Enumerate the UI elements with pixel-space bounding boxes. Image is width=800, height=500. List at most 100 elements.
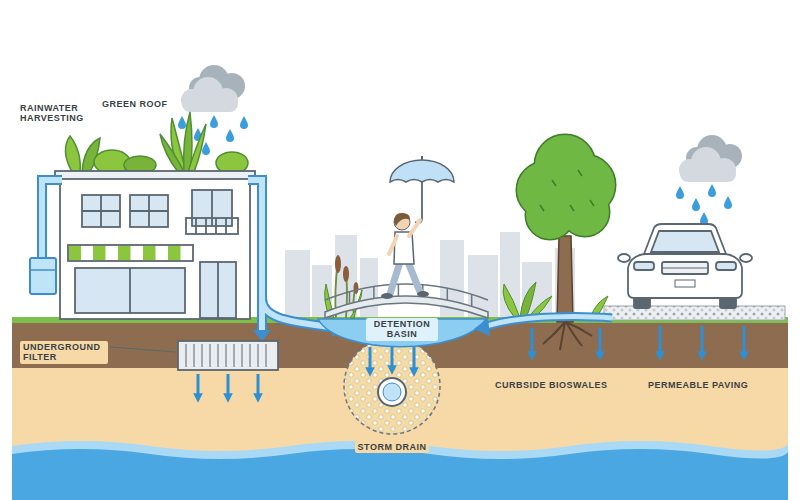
runoff-flow [474,317,612,336]
ground-layers [12,441,788,500]
car [740,254,752,262]
building [60,178,250,319]
bridge [325,284,488,318]
label-anchor: UNDERGROUND FILTER [20,341,108,364]
rain-drops [210,115,218,128]
label-anchor: DETENTION BASIN [366,318,438,341]
downpipe [248,180,262,332]
infiltration-arrows [701,326,704,356]
green-roof-plants [160,134,184,172]
building [55,171,255,179]
awning-stripes [93,246,106,260]
green-roof-plants [188,124,206,172]
infiltration-arrows [599,328,602,356]
downpipe [248,180,262,332]
building [130,195,168,227]
cattails [354,282,359,294]
person-with-umbrella [390,262,400,294]
infiltration-arrows [531,328,534,356]
rainwater-tank [30,258,56,294]
storm-drain [344,338,440,434]
rainwater-tank [30,180,62,294]
building [129,268,131,313]
label-anchor: CURBSIDE BIOSWALES [495,374,608,392]
city-skyline [285,232,575,320]
bioswale-plants [503,284,520,318]
cloud [181,65,742,182]
rain-drops [724,196,732,209]
building [82,195,120,227]
part-label: PERMEABLE PAVING [648,380,748,390]
green-roof-plants [65,136,80,172]
person-with-umbrella [409,220,420,236]
building [55,171,255,319]
person-with-umbrella [381,156,454,299]
leader-line [110,347,176,352]
rain-drops [202,142,210,155]
building [130,195,168,227]
rain-drops [692,198,700,211]
city-skyline [500,232,520,320]
detention-basin [318,319,486,347]
infiltration-arrows [197,374,200,398]
label-anchor: STORM DRAIN [355,436,430,454]
downpipe [253,330,271,341]
tree [517,135,615,239]
awning-stripes [143,246,156,260]
person-with-umbrella [415,182,422,223]
ground-layers [12,317,788,500]
rainwater-tank [30,269,56,271]
infiltration-arrows [743,326,746,356]
green-roof-plants [65,112,248,174]
underground-filter [178,341,278,370]
underground-filter [186,344,266,367]
infiltration-arrows [369,347,372,372]
part-label: DETENTION BASIN [366,318,438,341]
permeable-paving [604,306,785,320]
person-with-umbrella [381,293,393,299]
infiltration-arrows [391,347,394,370]
building [217,262,219,318]
part-label: GREEN ROOF [102,99,168,109]
building [75,268,185,313]
rainwater-tank [42,180,62,258]
building [200,262,236,318]
label-anchor: GREEN ROOF [102,93,168,111]
building [211,190,213,226]
detention-basin [318,319,486,347]
label-anchor: PERMEABLE PAVING [648,374,748,392]
cloud [182,96,238,112]
car [716,262,736,270]
ground-layers [12,449,788,500]
building [186,218,238,234]
awning-stripes [118,246,131,260]
building [196,218,226,234]
part-label: UNDERGROUND FILTER [20,341,108,364]
building [68,245,193,261]
tree [543,322,592,350]
car [618,224,752,308]
rainwater-tank [42,180,62,258]
person-with-umbrella [417,291,429,297]
label-anchor: RAINWATER HARVESTING [20,103,100,125]
bridge [325,296,488,318]
person-with-umbrella [408,262,420,292]
awning-stripes [168,246,181,260]
infiltration-arrows [227,374,230,398]
car [644,224,726,254]
leader-line [110,347,176,352]
storm-drain [383,383,401,401]
runoff-flow [484,317,612,327]
building [82,195,120,227]
car [618,254,630,262]
person-with-umbrella [390,160,454,182]
storm-drain [344,338,440,434]
cloud [680,166,736,182]
rain-drops [708,184,716,197]
tree [517,135,615,239]
car [662,268,708,269]
cattails [343,266,349,282]
runoff-flow [474,318,490,336]
car [675,280,695,287]
